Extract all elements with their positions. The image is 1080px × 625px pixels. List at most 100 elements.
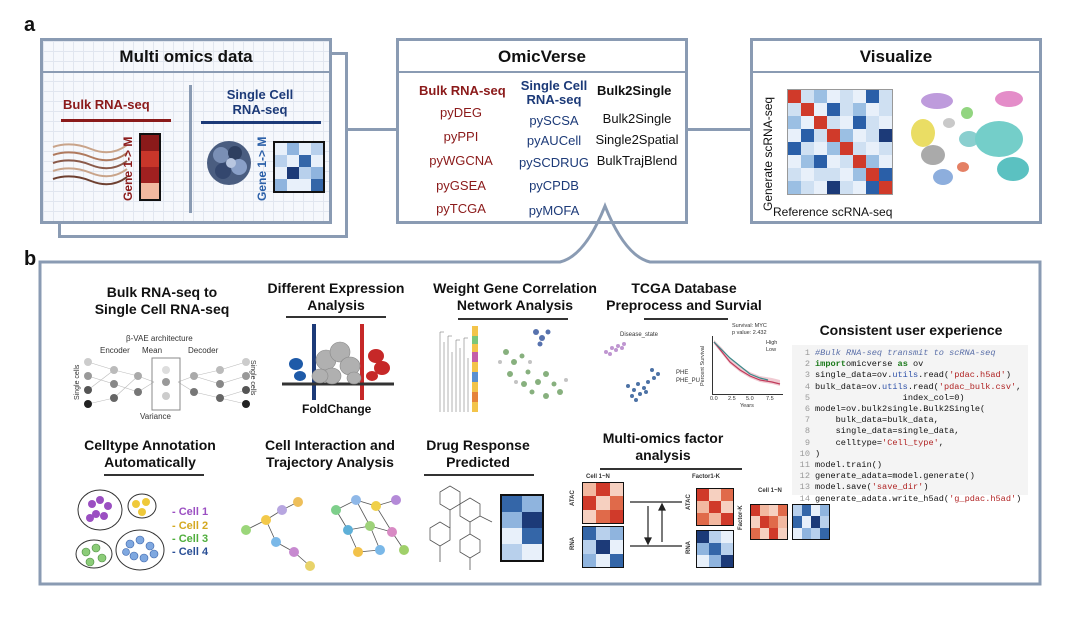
tcga-scatter [604,342,660,402]
omicverse-bulk-item: pyTCGA [436,201,486,216]
vae-variance-label: Variance [140,412,171,421]
bulk-heatmap-column [139,133,161,201]
section-bulk-to-single-title: Bulk RNA-seq to Single Cell RNA-seq [94,284,230,317]
code-token: generate_adata=model.generate() [815,471,975,482]
survival-high: High [766,340,778,346]
omicverse-single-header-line1: Single Cell [520,78,588,93]
code-token: bulk_data=ov. [815,381,883,392]
code-line: 10) [794,449,1028,460]
omicverse-single-header: Single Cell RNA-seq [511,79,597,107]
code-token: model.train() [815,460,883,471]
multi-omics-title-rule [43,71,329,73]
panel-a-letter: a [24,14,36,36]
survival-low: Low [766,347,777,353]
omicverse-bulk-item: pyGSEA [436,178,486,193]
cell-legend-2: - Cell 2 [172,520,209,532]
vae-decoder-label: Decoder [188,346,219,355]
code-line-number: 8 [804,426,810,437]
section-interaction-title: Cell Interaction and Trajectory Analysis [265,437,395,470]
code-token: bulk_data=bulk_data, [815,415,939,426]
single-cell-underline [201,121,321,124]
section-celltype-title: Celltype Annotation Automatically [84,437,216,470]
survival-xtick: 7.5 [766,396,774,402]
foldchange-label: FoldChange [302,402,372,416]
diff-expr-plot [282,324,394,400]
code-token: celltype= [815,437,883,448]
code-line: 1 #Bulk RNA-seq transmit to scRNA-seq [794,348,1028,359]
section-consistent-title: Consistent user experience [819,322,1003,338]
code-token: .read( [918,370,950,381]
vae-network [84,357,250,411]
mofa-factor-red-heatmap [750,504,788,540]
mofa-factor-label: Factor1-K [692,474,721,480]
code-line-number: 12 [799,471,810,482]
code-token: index_col=0) [815,392,965,403]
code-line: 5 index_col=0) [794,393,1028,404]
section-diff-expr-title: Different Expression Analysis [267,280,405,313]
code-token: #Bulk RNA-seq transmit to scRNA-seq [815,348,996,358]
code-token: single_data=ov. [815,370,893,381]
correlation-heatmap [787,89,893,195]
survival-xlabel: Years [740,403,754,409]
multi-omics-title: Multi omics data [119,47,253,66]
tcga-legend-1: PHE [676,370,689,376]
section-drug-title: Drug Response Predicted [426,437,530,470]
omicverse-b2s-item: Single2Spatial [595,132,679,147]
drug-response-heatmap [500,494,544,562]
code-line: 8 single_data=single_data, [794,426,1028,437]
drug-molecule [429,485,493,570]
vae-single-cells-left: Single cells [74,364,81,400]
survival-pvalue: p value: 2.432 [732,330,767,336]
visualize-x-label: Reference scRNA-seq [773,205,893,219]
tcga-legend-2: PHE_PU [676,378,701,384]
mofa-factor-blue-heatmap [792,504,830,540]
code-token: ) [1005,370,1012,381]
vae-mean-label: Mean [142,346,163,355]
code-token: import [815,359,846,370]
omicverse-box: OmicVerse Bulk RNA-seq Single Cell RNA-s… [396,38,688,224]
vae-arch-label: β-VAE architecture [126,334,193,343]
mofa-atac-heatmap-2 [696,488,734,526]
single-cell-label-line1: Single Cell [226,87,294,102]
survival-ylabel: Percent Survival [700,345,706,386]
code-line-number: 11 [799,460,810,471]
code-line-number: 13 [799,482,810,493]
visualize-title: Visualize [859,47,933,66]
code-token: model.save( [815,482,872,493]
section-mofa-title: Multi-omics factor analysis [602,430,724,463]
code-line-number: 7 [804,415,810,426]
visualize-title-rule [753,71,1039,73]
omicverse-single-item: pyAUCell [526,133,582,148]
code-line: 12 generate_adata=model.generate() [794,471,1028,482]
code-line-number: 10 [799,448,810,459]
code-line: 11 model.train() [794,460,1028,471]
single-cell-label: Single Cell RNA-seq [215,87,305,117]
connector-a-right [688,128,750,131]
omicverse-title: OmicVerse [498,47,586,66]
mofa-rna-heatmap-2 [696,530,734,568]
omicverse-bulk-item: pyDEG [440,105,482,120]
code-token: 'g_pdac.h5ad' [949,493,1017,504]
code-line-number: 2 [804,359,810,370]
code-line-number: 1 [804,348,810,358]
survival-xtick: 0.0 [710,396,718,402]
code-token: generate_adata.write_h5ad( [815,493,950,504]
cell-legend-3: - Cell 3 [172,533,209,545]
mofa-rna-heatmap-1 [582,526,624,568]
code-token: 'Cell_type' [882,437,939,448]
mofa-cell-label-b: Cell 1~N [758,488,782,494]
mofa-atac-heatmap-1 [582,482,624,524]
survival-xtick: 5.0 [746,396,754,402]
code-token: , [938,437,944,448]
code-line-number: 9 [804,437,810,448]
code-token: utils [882,381,908,392]
omicverse-b2s-item: BulkTrajBlend [596,153,678,168]
section-tcga-title: TCGA Database Preprocess and Survial [606,280,762,313]
